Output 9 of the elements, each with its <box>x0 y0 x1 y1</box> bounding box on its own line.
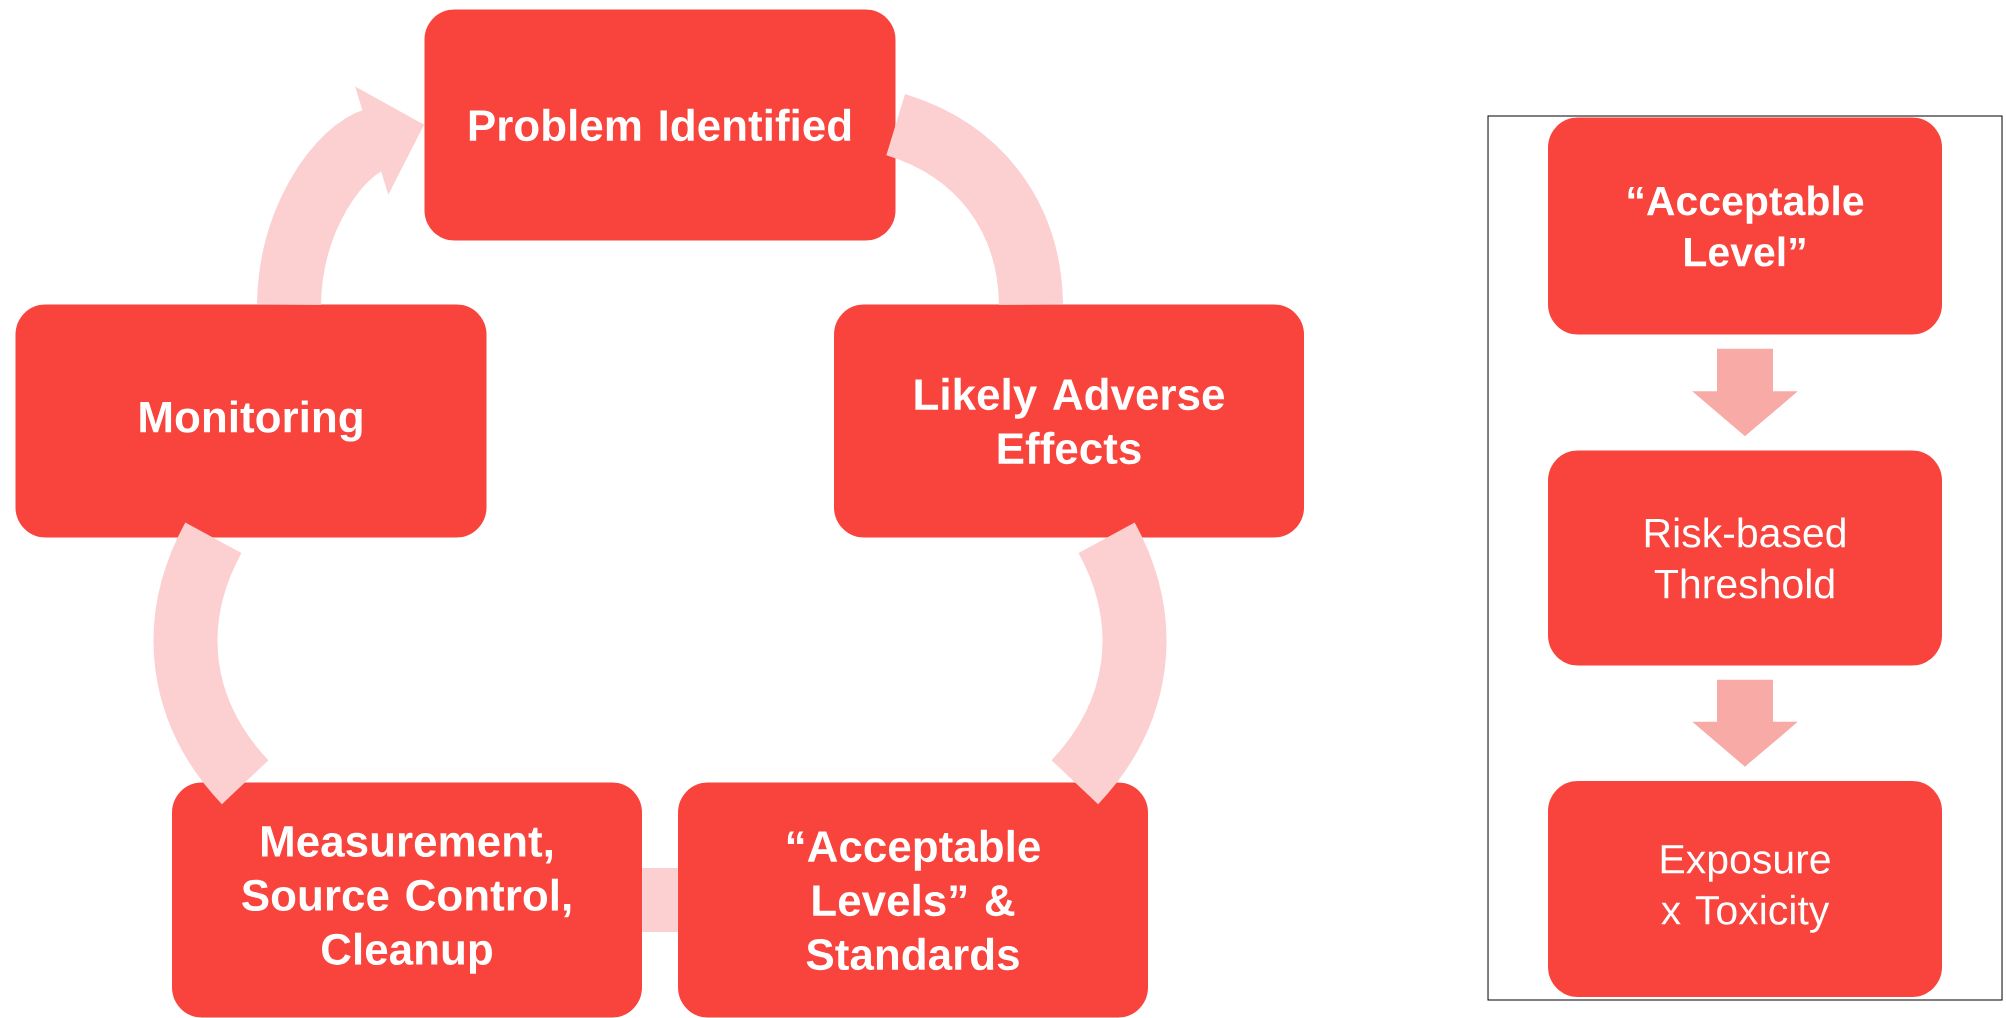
process-box: Problem Identified <box>424 9 896 241</box>
panel-frame <box>1487 115 2003 1001</box>
process-box: Monitoring <box>15 304 487 538</box>
process-box: Likely Adverse Effects <box>834 304 1304 538</box>
process-box: Exposure x Toxicity <box>1548 781 1942 997</box>
process-box: Risk-based Threshold <box>1548 450 1942 666</box>
process-box: Measurement, Source Control, Cleanup <box>172 782 642 1018</box>
process-box: “Acceptable Level” <box>1548 117 1942 335</box>
process-box: “Acceptable Levels” & Standards <box>678 782 1148 1018</box>
